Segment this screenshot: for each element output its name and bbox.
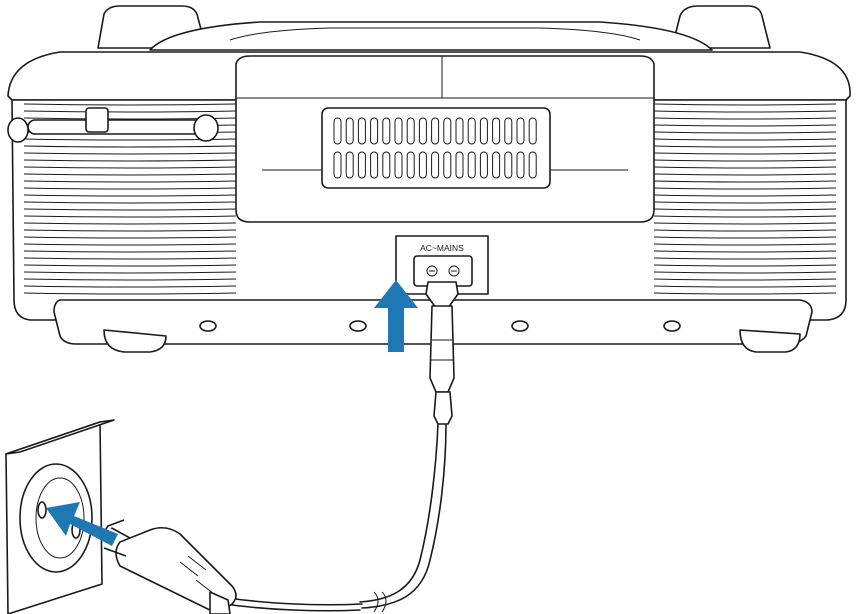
antenna	[7, 107, 219, 143]
fin-line	[653, 278, 837, 281]
fin-line	[23, 173, 237, 176]
fin-line	[653, 124, 837, 127]
grille-slot	[455, 117, 464, 145]
grille-slot	[370, 117, 379, 145]
fin-line	[653, 208, 837, 211]
fin-line	[23, 145, 237, 148]
speaker-grille	[333, 117, 537, 179]
grille-slot	[516, 151, 525, 179]
grille-slot	[394, 151, 403, 179]
fin-line	[23, 285, 237, 288]
fin-line	[23, 180, 237, 183]
fin-line	[653, 173, 837, 176]
fin-line	[653, 145, 837, 148]
grille-slot	[418, 151, 427, 179]
fin-line	[23, 229, 237, 232]
fin-line	[653, 152, 837, 155]
grille-slot	[455, 151, 464, 179]
fin-line	[653, 110, 837, 113]
fin-line	[23, 243, 237, 246]
fin-line	[23, 292, 237, 295]
fin-line	[653, 243, 837, 246]
grille-slot	[492, 151, 501, 179]
fin-line	[23, 201, 237, 204]
grille-slot	[382, 151, 391, 179]
grille-slot	[370, 151, 379, 179]
fin-line	[653, 194, 837, 197]
grille-slot	[333, 117, 342, 145]
fin-line	[23, 110, 237, 113]
fin-line	[23, 250, 237, 253]
fin-line	[23, 159, 237, 162]
grille-slot	[504, 117, 513, 145]
fin-line	[653, 138, 837, 141]
grille-slot	[467, 151, 476, 179]
ac-mains-label: AC~MAINS	[420, 243, 464, 253]
fin-line	[653, 264, 837, 267]
grille-slot	[345, 117, 354, 145]
fin-line	[653, 166, 837, 169]
grille-slot	[431, 151, 440, 179]
grille-slot	[406, 117, 415, 145]
fin-line	[23, 264, 237, 267]
euro-plug	[103, 519, 237, 614]
grille-slot	[382, 117, 391, 145]
fin-line	[653, 117, 837, 120]
grille-slot	[504, 151, 513, 179]
fin-line	[23, 222, 237, 225]
grille-slot	[467, 117, 476, 145]
fin-line	[23, 236, 237, 239]
grille-slot	[357, 117, 366, 145]
fin-line	[23, 271, 237, 274]
fin-line	[653, 201, 837, 204]
grille-slot	[443, 117, 452, 145]
fin-line	[23, 194, 237, 197]
grille-slot	[406, 151, 415, 179]
fin-line	[23, 208, 237, 211]
insert-arrow-icon	[46, 502, 118, 546]
fin-line	[653, 159, 837, 162]
radio-unit: AC~MAINS	[7, 5, 851, 353]
power-cord	[223, 281, 459, 613]
fin-line	[23, 152, 237, 155]
fin-line	[653, 229, 837, 232]
grille-slot	[345, 151, 354, 179]
fin-line	[23, 166, 237, 169]
fin-line	[653, 285, 837, 288]
grille-slot	[333, 151, 342, 179]
grille-slot	[516, 117, 525, 145]
fin-line	[23, 278, 237, 281]
fin-line	[23, 187, 237, 190]
grille-slot	[394, 117, 403, 145]
fin-line	[23, 215, 237, 218]
grille-slot	[418, 117, 427, 145]
right-side-fins	[653, 103, 837, 295]
grille-slot	[357, 151, 366, 179]
fin-line	[653, 222, 837, 225]
grille-slot	[492, 117, 501, 145]
fin-line	[653, 103, 837, 106]
insert-arrow-icon	[374, 280, 418, 352]
fin-line	[653, 215, 837, 218]
fin-line	[653, 131, 837, 134]
fin-line	[653, 250, 837, 253]
fin-line	[653, 236, 837, 239]
grille-slot	[431, 117, 440, 145]
fin-line	[653, 187, 837, 190]
grille-slot	[528, 151, 537, 179]
grille-slot	[528, 117, 537, 145]
fin-line	[23, 103, 237, 106]
grille-slot	[479, 151, 488, 179]
fin-line	[653, 180, 837, 183]
fin-line	[653, 257, 837, 260]
fin-line	[23, 257, 237, 260]
grille-slot	[443, 151, 452, 179]
fin-line	[653, 292, 837, 295]
fin-line	[653, 271, 837, 274]
grille-slot	[479, 117, 488, 145]
